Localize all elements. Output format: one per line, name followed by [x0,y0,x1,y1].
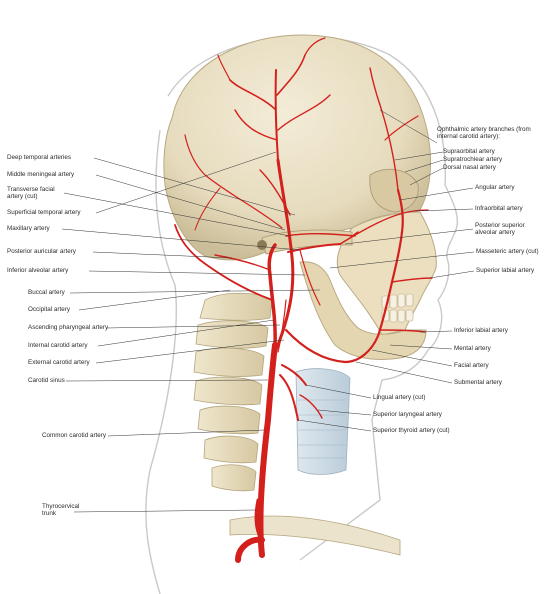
label-occipital: Occipital artery [28,306,70,313]
superior-thyroid-vessel [280,375,298,420]
label-middle-meningeal: Middle meningeal artery [7,171,74,178]
label-superior-thyroid: Superior thyroid artery (cut) [373,427,450,434]
label-internal-carotid: Internal carotid artery [28,342,88,349]
ear-canal [257,240,267,250]
label-buccal: Buccal artery [28,289,65,296]
label-transverse-facial: Transverse facial artery (cut) [7,186,65,200]
label-submental: Submental artery [454,379,502,386]
internal-carotid-vessel [269,245,275,345]
label-posterior-auricular: Posterior auricular artery [7,248,76,255]
label-supratrochlear: Supratrochlear artery [443,156,502,163]
label-masseteric: Masseteric artery (cut) [476,248,539,255]
label-ophthalmic: Ophthalmic artery branches (from interna… [437,126,551,140]
label-maxillary: Maxillary artery [7,225,50,232]
label-thyrocervical: Thyrocervical trunk [42,503,76,517]
label-supraorbital: Supraorbital artery [443,148,495,155]
label-common-carotid: Common carotid artery [42,432,106,439]
label-infraorbital: Infraorbital artery [475,205,523,212]
label-dorsal-nasal: Dorsal nasal artery [443,164,496,171]
label-external-carotid: External carotid artery [28,359,90,366]
label-ascending-pharyngeal: Ascending pharyngeal artery [28,324,108,331]
label-inferior-alveolar: Inferior alveolar artery [7,267,68,274]
label-inferior-labial: Inferior labial artery [454,327,508,334]
label-posterior-superior-alveolar: Posterior superior alveolar artery [475,222,545,236]
label-superior-laryngeal: Superior laryngeal artery [373,411,442,418]
label-facial: Facial artery [454,362,489,369]
label-deep-temporal: Deep temporal arteries [7,154,71,161]
label-superficial-temporal: Superficial temporal artery [7,209,81,216]
cervical-spine [194,293,272,491]
label-lingual: Lingual artery (cut) [373,394,426,401]
label-mental: Mental artery [454,345,491,352]
label-carotid-sinus: Carotid sinus [28,377,65,384]
larynx-trachea [296,369,350,475]
label-angular: Angular artery [475,184,515,191]
label-superior-labial: Superior labial artery [476,267,534,274]
